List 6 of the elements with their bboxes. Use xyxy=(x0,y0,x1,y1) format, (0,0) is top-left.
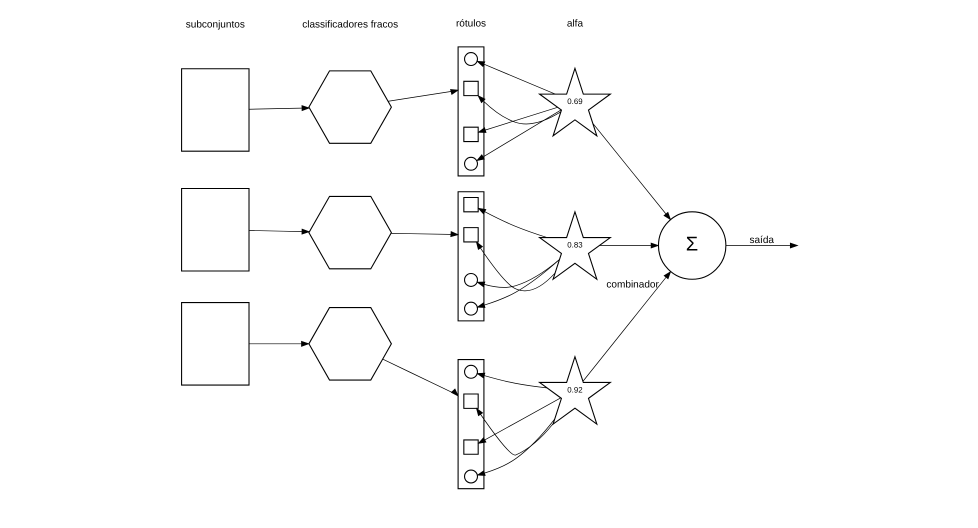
label: rótulos xyxy=(455,18,486,30)
node-label: combinador xyxy=(606,279,658,290)
label: classificadores fracos xyxy=(302,19,398,30)
label: alfa xyxy=(566,18,583,30)
label: subconjuntos xyxy=(185,19,244,30)
edge-label: saída xyxy=(748,234,774,246)
